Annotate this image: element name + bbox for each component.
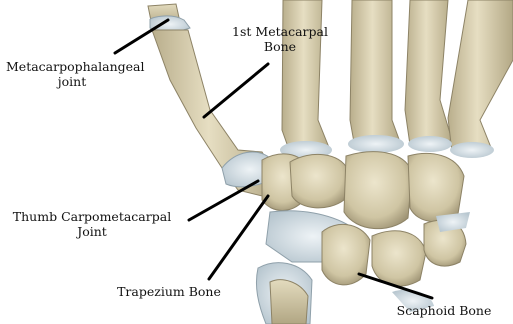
label-thumb-cmc-line1: Thumb Carpometacarpal (8, 209, 176, 224)
radius-bone (256, 263, 312, 324)
label-trapezium-text: Trapezium Bone (106, 284, 232, 299)
label-metacarpophalangeal-joint: Metacarpophalangeal joint (6, 59, 138, 89)
label-trapezium-bone: Trapezium Bone (106, 284, 232, 299)
label-thumb-cmc-line2: Joint (8, 224, 176, 239)
label-1st-metacarpal-line1: 1st Metacarpal (226, 24, 334, 39)
label-mcp-line1: Metacarpophalangeal (6, 59, 138, 74)
label-1st-metacarpal-line2: Bone (226, 39, 334, 54)
label-mcp-line2: joint (6, 74, 138, 89)
label-scaphoid-text: Scaphoid Bone (386, 303, 502, 318)
label-1st-metacarpal-bone: 1st Metacarpal Bone (226, 24, 334, 54)
label-thumb-carpometacarpal-joint: Thumb Carpometacarpal Joint (8, 209, 176, 239)
label-scaphoid-bone: Scaphoid Bone (386, 303, 502, 318)
